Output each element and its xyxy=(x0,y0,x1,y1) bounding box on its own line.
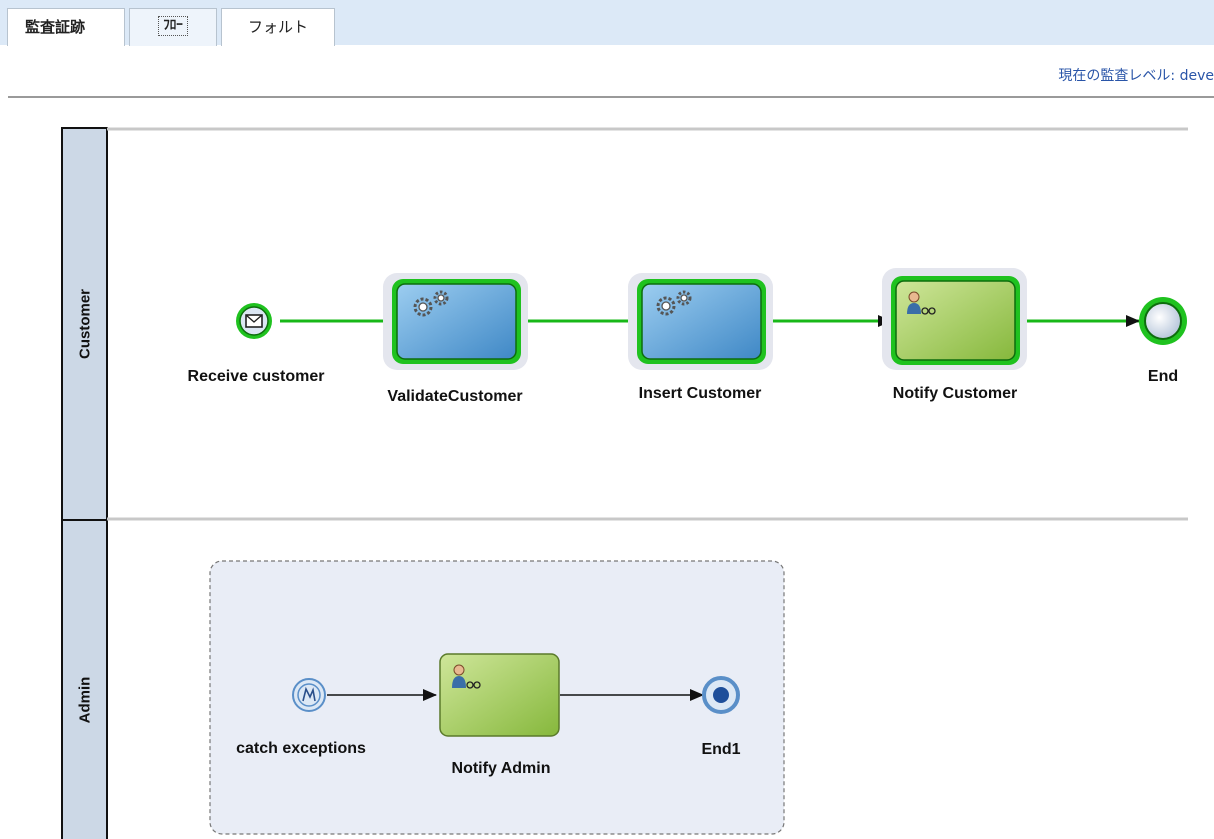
tab-flow-label: ﾌﾛｰ xyxy=(158,16,188,36)
catch-exceptions-event[interactable] xyxy=(292,678,326,712)
tab-flow[interactable]: ﾌﾛｰ xyxy=(129,8,217,46)
validate-customer-task[interactable] xyxy=(383,273,528,370)
end1-event[interactable] xyxy=(702,676,740,714)
lane-label-customer: Customer xyxy=(76,288,94,360)
insert-customer-task[interactable] xyxy=(628,273,773,370)
notify-customer-task[interactable] xyxy=(882,268,1027,370)
tab-audit-trail[interactable]: 監査証跡 xyxy=(7,8,125,46)
lane-label-admin: Admin xyxy=(76,676,94,724)
audit-level-link[interactable]: 現在の監査レベル: deve xyxy=(1058,68,1214,84)
notify-admin-task[interactable] xyxy=(439,653,560,737)
end1-label: End1 xyxy=(701,741,741,758)
tab-bar: 監査証跡 ﾌﾛｰ フォルト xyxy=(0,0,1214,46)
receive-customer-event[interactable] xyxy=(236,303,272,339)
catch-exceptions-label: catch exceptions xyxy=(236,740,366,757)
header-divider xyxy=(8,96,1214,98)
user-task-icon xyxy=(452,664,481,689)
tab-audit-trail-label: 監査証跡 xyxy=(25,18,86,36)
lane-header-customer xyxy=(61,127,108,521)
notify-customer-label: Notify Customer xyxy=(892,385,1018,402)
lane-header-admin xyxy=(61,519,108,839)
end-event[interactable] xyxy=(1139,297,1187,345)
user-task-icon xyxy=(907,291,936,315)
end-label: End xyxy=(1147,368,1179,385)
gears-icon xyxy=(656,290,692,316)
gears-icon xyxy=(413,290,449,317)
tab-fault[interactable]: フォルト xyxy=(221,8,335,46)
receive-customer-label: Receive customer xyxy=(187,368,325,385)
tab-fault-label: フォルト xyxy=(247,18,308,36)
notify-admin-label: Notify Admin xyxy=(451,760,551,777)
insert-customer-label: Insert Customer xyxy=(638,385,762,402)
validate-customer-label: ValidateCustomer xyxy=(387,388,523,405)
error-icon xyxy=(302,686,316,702)
